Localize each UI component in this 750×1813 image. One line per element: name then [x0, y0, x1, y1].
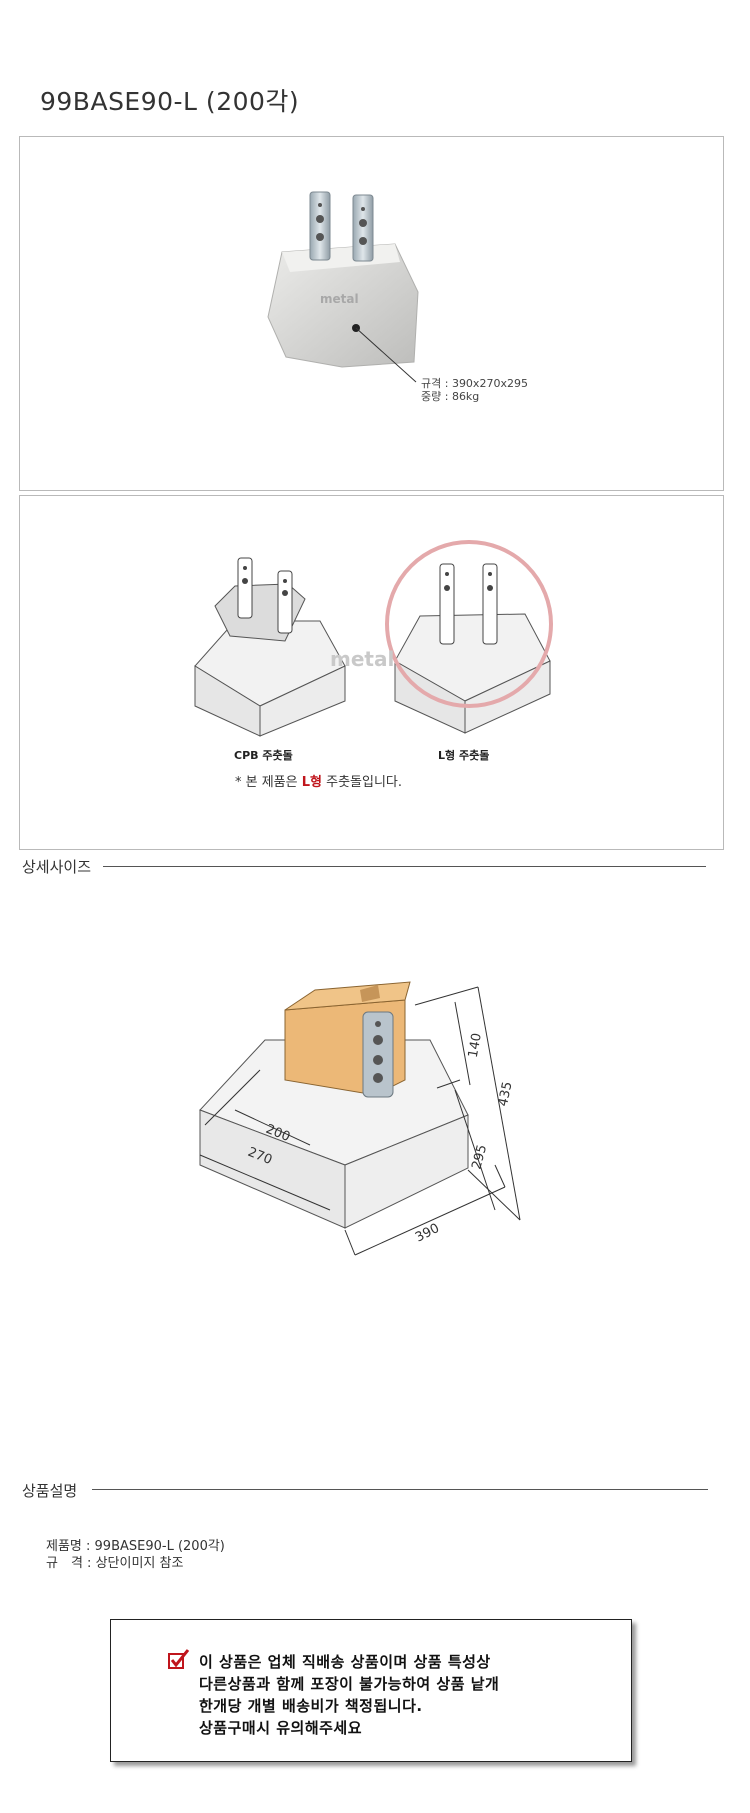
note-suffix: 주춧돌입니다.: [322, 775, 403, 790]
desc-heading: 상품설명: [22, 1482, 78, 1500]
cpb-label: CPB 주춧돌: [234, 749, 293, 762]
product-name-info: 제품명 : 99BASE90-L (200각): [46, 1539, 225, 1554]
notice-line-1: 이 상품은 업체 직배송 상품이며 상품 특성상: [199, 1653, 491, 1671]
dim-390: 390: [413, 1221, 442, 1246]
comparison-illustration: metal: [194, 540, 553, 737]
l-type-label: L형 주춧돌: [438, 749, 490, 762]
spec-size: 규격 : 390x270x295: [421, 377, 528, 390]
product-photo: metal: [267, 191, 419, 383]
spec-weight: 중량 : 86kg: [421, 390, 480, 403]
dim-435: 435: [496, 1080, 516, 1107]
product-title: 99BASE90-L (200각): [40, 87, 300, 116]
size-divider: [103, 866, 706, 867]
size-heading: 상세사이즈: [22, 858, 92, 876]
svg-text:metal: metal: [330, 647, 394, 671]
spec-info: 규 격 : 상단이미지 참조: [46, 1556, 184, 1571]
dim-140: 140: [466, 1032, 485, 1059]
notice-line-2: 다른상품과 함께 포장이 불가능하여 상품 낱개: [199, 1675, 500, 1693]
note-prefix: * 본 제품은: [235, 775, 302, 790]
type-comparison-panel: metal CPB 주춧돌 L형 주춧돌: [19, 495, 724, 850]
notice-line-3: 한개당 개별 배송비가 책정됩니다.: [199, 1697, 423, 1715]
note-highlight: L형: [301, 775, 322, 790]
notice-line-4: 상품구매시 유의해주세요: [199, 1719, 363, 1737]
checkbox-icon: [168, 1649, 190, 1669]
desc-divider: [92, 1489, 708, 1490]
dimension-drawing: 140 435 295 200 270 390: [199, 981, 521, 1256]
watermark: metal: [320, 292, 359, 306]
dim-295: 295: [469, 1143, 490, 1171]
notice-text: 이 상품은 업체 직배송 상품이며 상품 특성상 다른상품과 함께 포장이 불가…: [199, 1651, 499, 1739]
shipping-notice: 이 상품은 업체 직배송 상품이며 상품 특성상 다른상품과 함께 포장이 불가…: [110, 1619, 632, 1762]
product-photo-panel: metal 규격 : 390x270x295 중량 : 86kg: [19, 136, 724, 491]
type-note: * 본 제품은 L형 주춧돌입니다.: [235, 771, 402, 790]
